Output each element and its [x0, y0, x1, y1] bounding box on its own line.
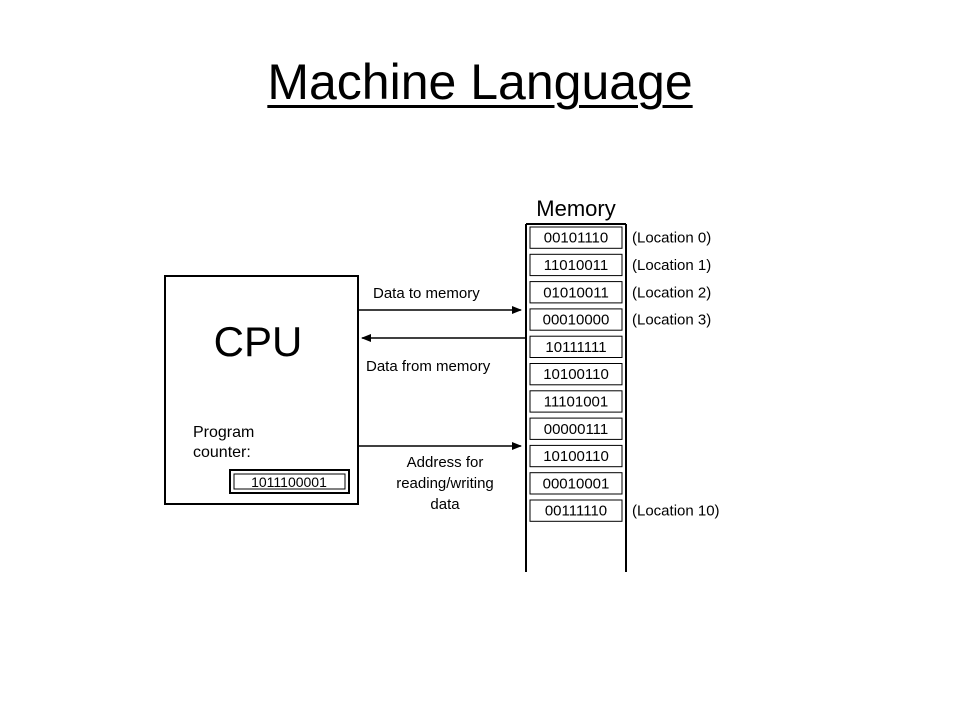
cpu-box [164, 275, 359, 505]
memory-cell-value: 11010011 [544, 257, 609, 274]
memory-cell-box [529, 472, 623, 495]
memory-location-label: (Location 1) [632, 257, 711, 274]
memory-cell-box [529, 499, 623, 522]
memory-cell-value: 00010000 [543, 312, 610, 329]
address-label-line1: Address for [407, 454, 484, 471]
cpu-label: CPU [214, 318, 303, 365]
data-to-memory-label: Data to memory [373, 285, 480, 302]
address-label-line3: data [430, 496, 460, 513]
memory-location-label: (Location 3) [632, 312, 711, 329]
memory-cell-box [529, 226, 623, 249]
memory-cell-value: 10100110 [543, 366, 609, 383]
memory-cell-box [529, 390, 623, 413]
memory-cell-value: 00111110 [545, 503, 607, 520]
program-counter-value: 1011100001 [251, 474, 327, 490]
memory-cell-box [529, 281, 623, 304]
memory-cell-value: 00000111 [544, 421, 609, 438]
memory-location-label: (Location 2) [632, 284, 711, 301]
memory-cell-value: 11101001 [544, 393, 609, 410]
data-from-memory-label: Data from memory [366, 358, 491, 375]
program-counter-label-line1: Program [193, 424, 254, 441]
memory-cell-box [529, 363, 623, 386]
memory-cell-value: 10100110 [543, 448, 609, 465]
address-label-line2: reading/writing [396, 475, 494, 492]
memory-cell-box [529, 253, 623, 277]
memory-cell-value: 01010011 [543, 284, 609, 301]
memory-cell-value: 00101110 [544, 230, 609, 247]
slide-title: Machine Language [267, 54, 693, 110]
memory-cell-box [529, 335, 623, 359]
memory-cells: 00101110 (Location 0) 11010011 (Location 1)… [525, 223, 720, 572]
memory-cell-value: 00010001 [543, 475, 610, 492]
program-counter-register [229, 469, 350, 494]
memory-location-label: (Location 10) [632, 503, 720, 520]
memory-label: Memory [536, 196, 615, 221]
program-counter-label-line2: counter: [193, 444, 251, 461]
memory-cell-value: 10111111 [545, 339, 606, 356]
memory-cell-box [529, 417, 623, 440]
memory-location-label: (Location 0) [632, 230, 711, 247]
program-counter-register-inner [233, 473, 346, 490]
memory-cell-box [529, 308, 623, 331]
memory-cell-box [529, 444, 623, 468]
